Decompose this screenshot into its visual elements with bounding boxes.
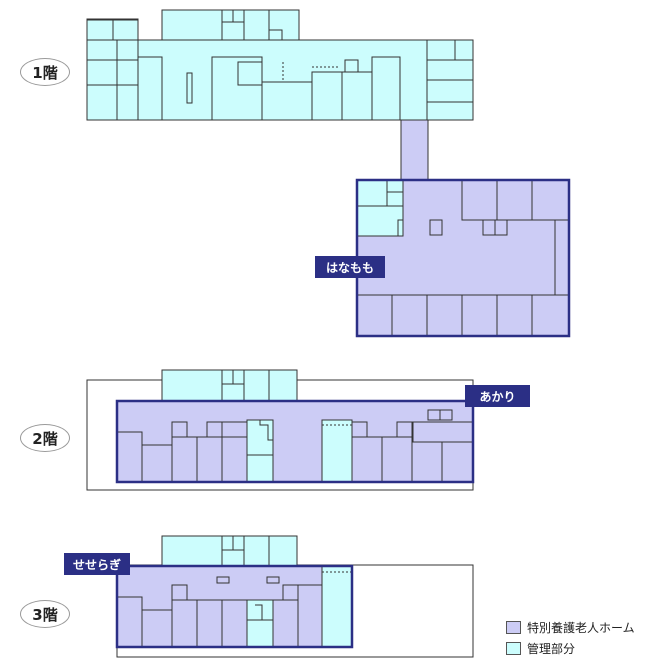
legend-admin-swatch (506, 642, 521, 655)
floor-label-2: 2階 (20, 424, 70, 452)
unit-tag-seseragi: せせらぎ (64, 553, 130, 575)
legend-nursing-home: 特別養護老人ホーム (506, 619, 635, 636)
floor2-nursing-area (115, 399, 475, 484)
floor-label-3: 3階 (20, 600, 70, 628)
unit-tag-hanamomo: はなもも (315, 256, 385, 278)
unit-tag-akari: あかり (465, 385, 530, 407)
floor-label-1: 1階 (20, 58, 70, 86)
floor3-nursing-area (115, 564, 354, 649)
floor3-admin-area (161, 535, 298, 567)
legend-nursing-label: 特別養護老人ホーム (527, 621, 635, 635)
legend-admin: 管理部分 (506, 640, 575, 657)
legend-nursing-swatch (506, 621, 521, 634)
floor1-nursing-area (355, 178, 571, 338)
floor1-admin-area (86, 9, 474, 121)
legend-admin-label: 管理部分 (527, 642, 576, 656)
floor2-admin-area (161, 369, 298, 402)
floor1-corridor (400, 119, 429, 183)
